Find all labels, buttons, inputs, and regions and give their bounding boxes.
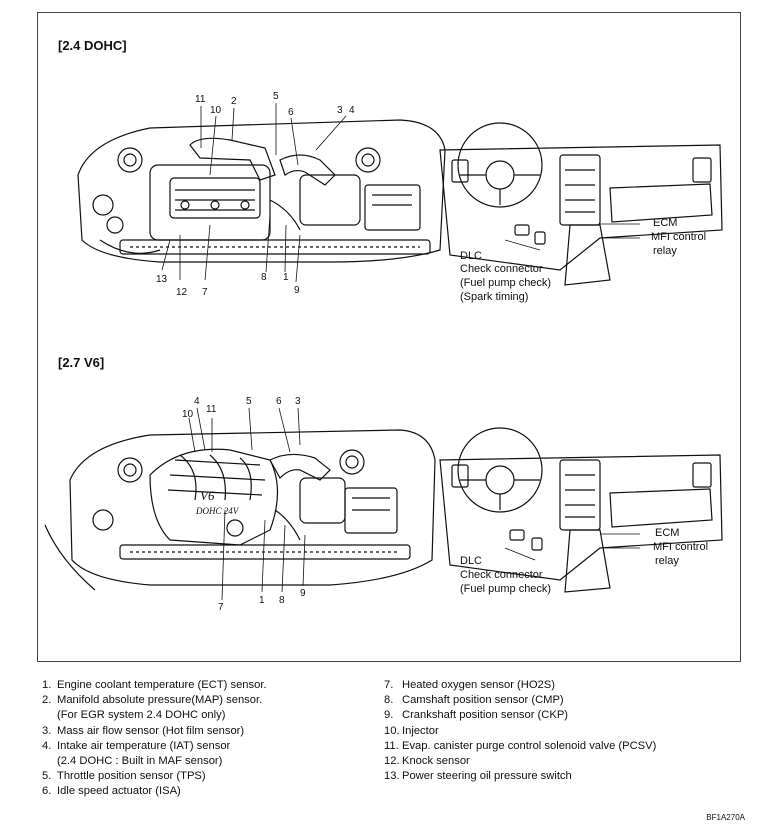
callout-6-v6: 6: [276, 396, 282, 407]
legend-text: Intake air temperature (IAT) sensor: [57, 739, 231, 752]
legend-num: 6.: [42, 785, 52, 798]
section-title-2-7-v6: [2.7 V6]: [58, 355, 105, 370]
legend-item-8: 8. Camshaft position sensor (CMP): [384, 693, 656, 708]
spark-timing-label-2-4: (Spark timing): [460, 291, 529, 303]
callout-13: 13: [156, 274, 168, 285]
callout-1: 1: [283, 272, 289, 283]
legend-text: Power steering oil pressure switch: [402, 770, 572, 783]
legend-item-7: 7. Heated oxygen sensor (HO2S): [384, 678, 656, 693]
callout-7-v6: 7: [218, 602, 224, 613]
legend-text: Idle speed actuator (ISA): [57, 785, 181, 798]
callout-10: 10: [210, 105, 222, 116]
dlc-label-2-7: DLC: [460, 555, 483, 567]
legend-item-4-cont: (2.4 DOHC : Built in MAF sensor): [57, 755, 223, 768]
callout-8: 8: [261, 272, 267, 283]
ecm-label-2-4: ECM: [653, 217, 678, 229]
legend-item-3: 3. Mass air flow sensor (Hot film sensor…: [42, 724, 267, 739]
callout-9: 9: [294, 285, 300, 296]
callout-7: 7: [202, 287, 208, 298]
callout-9-v6: 9: [300, 588, 306, 599]
fuel-pump-check-label-2-4: (Fuel pump check): [460, 277, 552, 289]
legend-num: 11.: [384, 739, 399, 752]
callout-11: 11: [195, 94, 206, 105]
legend-text: Camshaft position sensor (CMP): [402, 694, 564, 707]
legend-left: 1. Engine coolant temperature (ECT) sens…: [42, 678, 267, 800]
ecm-label-2-7: ECM: [655, 527, 680, 539]
legend-num: 8.: [384, 694, 394, 707]
legend-item-2-cont: (For EGR system 2.4 DOHC only): [57, 709, 226, 722]
callout-11-v6: 11: [206, 404, 217, 415]
callout-12: 12: [176, 287, 188, 298]
legend-item-9: 9. Crankshaft position sensor (CKP): [384, 708, 656, 723]
legend-item-11: 11. Evap. canister purge control solenoi…: [384, 739, 656, 754]
legend-text: Mass air flow sensor (Hot film sensor): [57, 724, 245, 737]
callout-2: 2: [231, 96, 237, 107]
legend-item-5: 5. Throttle position sensor (TPS): [42, 769, 267, 784]
legend-item-13: 13. Power steering oil pressure switch: [384, 769, 656, 784]
legend-text: Injector: [402, 724, 439, 737]
legend-text: Evap. canister purge control solenoid va…: [402, 739, 657, 752]
legend-num: 4.: [42, 739, 52, 752]
figure-frame: [37, 12, 741, 662]
callout-5: 5: [273, 91, 279, 102]
legend-item-6: 6. Idle speed actuator (ISA): [42, 784, 267, 799]
legend-item-12: 12. Knock sensor: [384, 754, 656, 769]
callout-5-v6: 5: [246, 396, 252, 407]
callout-6: 6: [288, 107, 294, 118]
legend-text: Crankshaft position sensor (CKP): [402, 709, 569, 722]
legend-text: Engine coolant temperature (ECT) sensor.: [57, 679, 267, 691]
legend-num: 5.: [42, 770, 52, 783]
callout-4: 4: [349, 105, 355, 116]
fuel-pump-check-label-2-7: (Fuel pump check): [460, 583, 552, 595]
legend-num: 9.: [384, 709, 394, 722]
section-title-2-4-dohc: [2.4 DOHC]: [58, 38, 127, 53]
callout-4-v6: 4: [194, 396, 200, 407]
legend-item-10: 10. Injector: [384, 724, 656, 739]
figure-code: BF1A270A: [706, 813, 745, 822]
legend-item-2: 2. Manifold absolute pressure(MAP) senso…: [42, 693, 267, 708]
dlc-label-2-4: DLC: [460, 250, 483, 262]
legend-text: Heated oxygen sensor (HO2S): [402, 679, 555, 691]
legend-num: 1.: [42, 679, 52, 691]
mfi-control-label-2-7: MFI control: [653, 541, 709, 553]
legend-num: 12.: [384, 755, 400, 768]
legend-num: 7.: [384, 679, 394, 691]
callout-3: 3: [337, 105, 343, 116]
legend-num: 3.: [42, 724, 52, 737]
check-connector-label-2-4: Check connector: [460, 263, 543, 275]
legend-right: 7. Heated oxygen sensor (HO2S) 8. Camsha…: [384, 678, 656, 784]
check-connector-label-2-7: Check connector: [460, 569, 543, 581]
mfi-control-label-2-4: MFI control: [651, 231, 707, 243]
legend-num: 2.: [42, 694, 52, 707]
legend-text: Manifold absolute pressure(MAP) sensor.: [57, 694, 263, 707]
legend-item-4: 4. Intake air temperature (IAT) sensor: [42, 739, 267, 754]
relay-label-2-7: relay: [655, 555, 679, 567]
legend-text: Throttle position sensor (TPS): [57, 770, 206, 783]
legend-num: 13.: [384, 770, 400, 783]
legend-item-1: 1. Engine coolant temperature (ECT) sens…: [42, 678, 267, 693]
relay-label-2-4: relay: [653, 245, 677, 257]
callout-8-v6: 8: [279, 595, 285, 606]
legend-text: Knock sensor: [402, 755, 470, 768]
callout-3-v6: 3: [295, 396, 301, 407]
legend-num: 10.: [384, 724, 400, 737]
callout-1-v6: 1: [259, 595, 265, 606]
callout-10-v6: 10: [182, 409, 194, 420]
